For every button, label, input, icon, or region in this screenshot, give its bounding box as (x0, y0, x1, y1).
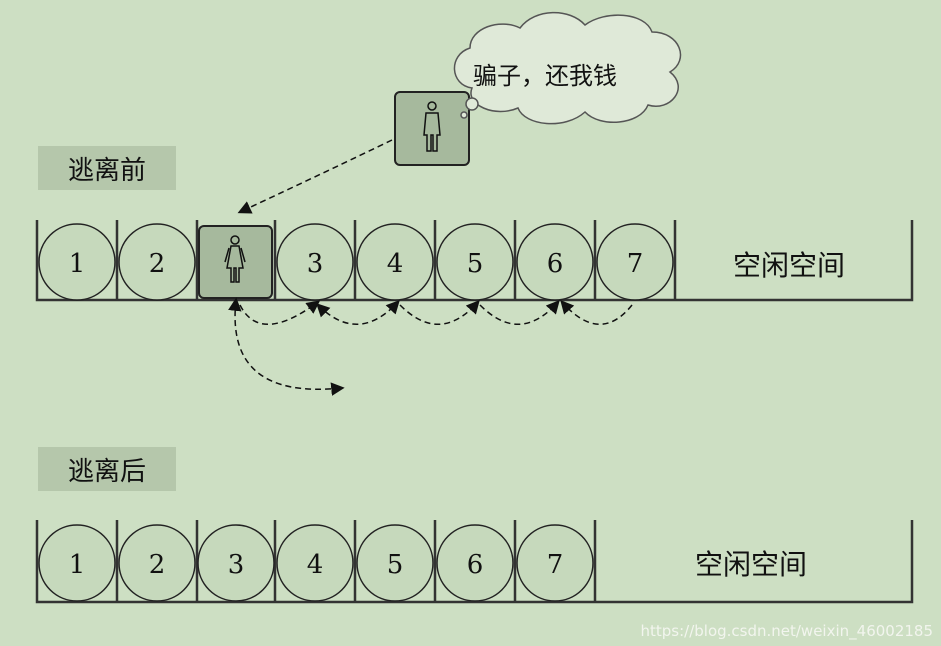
queue-number: 3 (307, 249, 324, 279)
queue-circle-7 (596, 223, 674, 301)
free-space-label-after: 空闲空间 (695, 548, 808, 581)
queue-circle-4 (276, 524, 354, 602)
queue-number: 7 (547, 550, 564, 580)
speech-text: 骗子，还我钱 (473, 62, 617, 90)
queue-number: 4 (307, 550, 324, 580)
escape-arrows (228, 139, 633, 396)
queue-circle-2 (118, 223, 196, 301)
queue-circle-2 (118, 524, 196, 602)
watermark: https://blog.csdn.net/weixin_46002185 (640, 622, 933, 640)
man-icon (394, 91, 470, 166)
queue-number: 5 (387, 550, 404, 580)
queue-number: 6 (547, 249, 564, 279)
queue-number: 1 (69, 249, 86, 279)
queue-circle-1 (38, 223, 116, 301)
queue-circle-4 (356, 223, 434, 301)
speech-bubble (453, 11, 682, 125)
queue-container-after (35, 520, 914, 604)
queue-circle-5 (356, 524, 434, 602)
queue-number: 5 (467, 249, 484, 279)
queue-circle-7 (516, 524, 594, 602)
queue-number: 3 (228, 550, 245, 580)
label-after: 逃离后 (38, 447, 176, 491)
woman-icon (198, 225, 273, 299)
queue-number: 2 (149, 249, 166, 279)
queue-number: 2 (149, 550, 166, 580)
label-before: 逃离前 (38, 146, 176, 190)
queue-number: 6 (467, 550, 484, 580)
queue-number: 4 (387, 249, 404, 279)
queue-items-after (38, 524, 594, 602)
queue-circle-6 (436, 524, 514, 602)
queue-number: 7 (627, 249, 644, 279)
queue-items-before (38, 223, 674, 301)
queue-number: 1 (69, 550, 86, 580)
queue-circle-1 (38, 524, 116, 602)
queue-circle-3 (197, 524, 275, 602)
free-space-label-before: 空闲空间 (733, 249, 846, 282)
